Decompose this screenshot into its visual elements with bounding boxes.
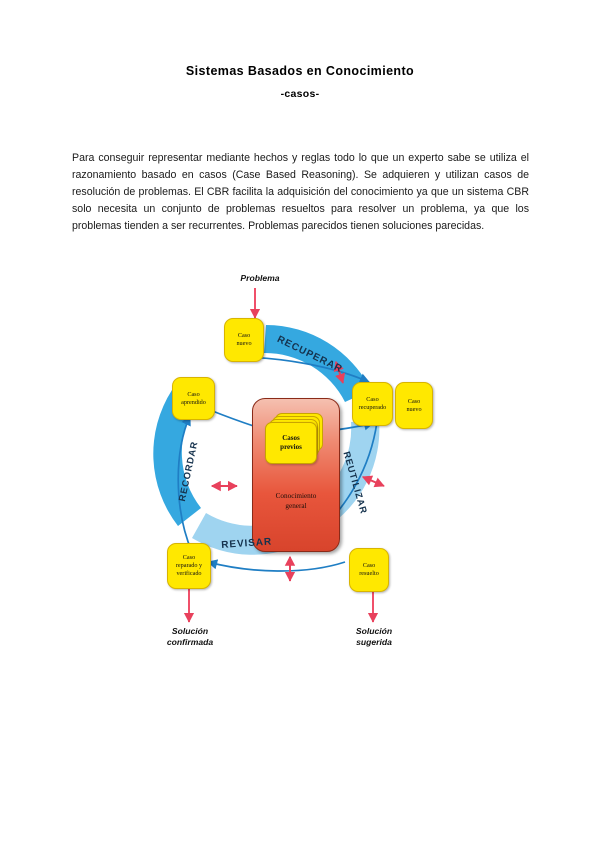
- solucion-sugerida-line1: Solución: [355, 626, 393, 636]
- node-line1: Caso: [187, 390, 200, 398]
- case-stack: Casos previos: [265, 413, 327, 465]
- page-title: Sistemas Basados en Conocimiento: [185, 64, 415, 78]
- solucion-sugerida-line2: sugerida: [356, 637, 392, 647]
- cases-label-line1: Casos: [282, 434, 300, 442]
- solucion-confirmada-line2: confirmada: [166, 637, 214, 647]
- node-caso-resuelto: Caso resuelto: [349, 548, 389, 592]
- node-line2: aprendido: [181, 398, 206, 406]
- node-caso-reparado-verificado: Caso reparado y verificado: [167, 543, 211, 589]
- node-line1: Caso: [362, 562, 376, 569]
- node-caso-nuevo-right: Caso nuevo: [395, 382, 433, 429]
- label-problema: Problema: [240, 273, 280, 283]
- case-card-front: Casos previos: [265, 422, 317, 464]
- node-caso-nuevo-top: Caso nuevo: [224, 318, 264, 362]
- node-caso-recuperado: Caso recuperado: [352, 382, 393, 426]
- node-line3: verificado: [176, 570, 202, 577]
- node-line2: resuelto: [359, 570, 379, 577]
- cbr-cycle-diagram: Casos previos Conocimiento general RECUP…: [130, 270, 480, 670]
- node-line1: Caso: [237, 332, 251, 339]
- node-line1: Caso: [407, 397, 421, 405]
- flow-reparado-to-aprendido: [177, 415, 193, 553]
- page-subtitle: -casos-: [280, 88, 320, 100]
- node-line2: nuevo: [406, 405, 422, 413]
- node-line1: Caso: [182, 554, 196, 561]
- solucion-confirmada-line1: Solución: [171, 626, 209, 636]
- node-line2: nuevo: [236, 340, 252, 347]
- node-caso-aprendido: Caso aprendido: [172, 377, 215, 420]
- label-solucion-sugerida: Solución sugerida: [331, 626, 417, 648]
- cases-label-line2: previos: [280, 443, 302, 451]
- kb-caption-line2: general: [285, 502, 307, 510]
- knowledge-base-caption: Conocimiento general: [253, 491, 339, 511]
- knowledge-base-container: Casos previos Conocimiento general: [252, 398, 340, 552]
- double-arrow-recuperar: [333, 360, 346, 384]
- node-line1: Caso: [366, 396, 379, 403]
- band-recordar: [153, 390, 201, 526]
- kb-caption-line1: Conocimiento: [275, 492, 317, 500]
- flow-resuelto-to-reparado: [207, 559, 346, 572]
- body-paragraph: Para conseguir representar mediante hech…: [72, 152, 529, 233]
- node-line2: reparado y: [175, 562, 203, 569]
- double-arrow-reutilizar: [361, 475, 385, 488]
- label-solucion-confirmada: Solución confirmada: [147, 626, 233, 648]
- node-line2: recuperado: [358, 404, 387, 411]
